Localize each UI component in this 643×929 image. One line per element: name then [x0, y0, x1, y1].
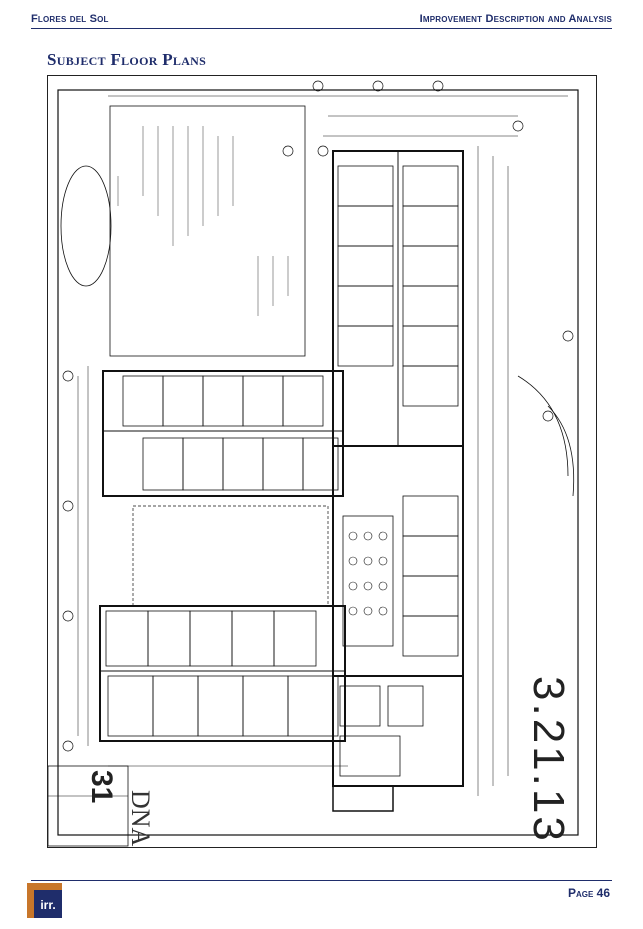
- page-number: Page 46: [567, 886, 610, 900]
- plan-date-stamp: 3.21.13: [524, 676, 573, 844]
- logo-text: irr.: [40, 898, 55, 912]
- section-title: Subject Floor Plans: [47, 50, 207, 69]
- plan-sheet-number: 31: [85, 770, 118, 804]
- page-footer-rule: [31, 880, 612, 881]
- header-section-name: Improvement Description and Analysis: [419, 13, 612, 25]
- plan-firm-mark: DNA: [126, 790, 155, 847]
- page-header: Flores del Sol Improvement Description a…: [31, 10, 612, 29]
- floor-plan-drawing: [47, 75, 597, 848]
- floor-plan-svg: [48, 80, 579, 847]
- header-project-name: Flores del Sol: [31, 13, 109, 25]
- irr-logo-icon: irr.: [27, 883, 62, 918]
